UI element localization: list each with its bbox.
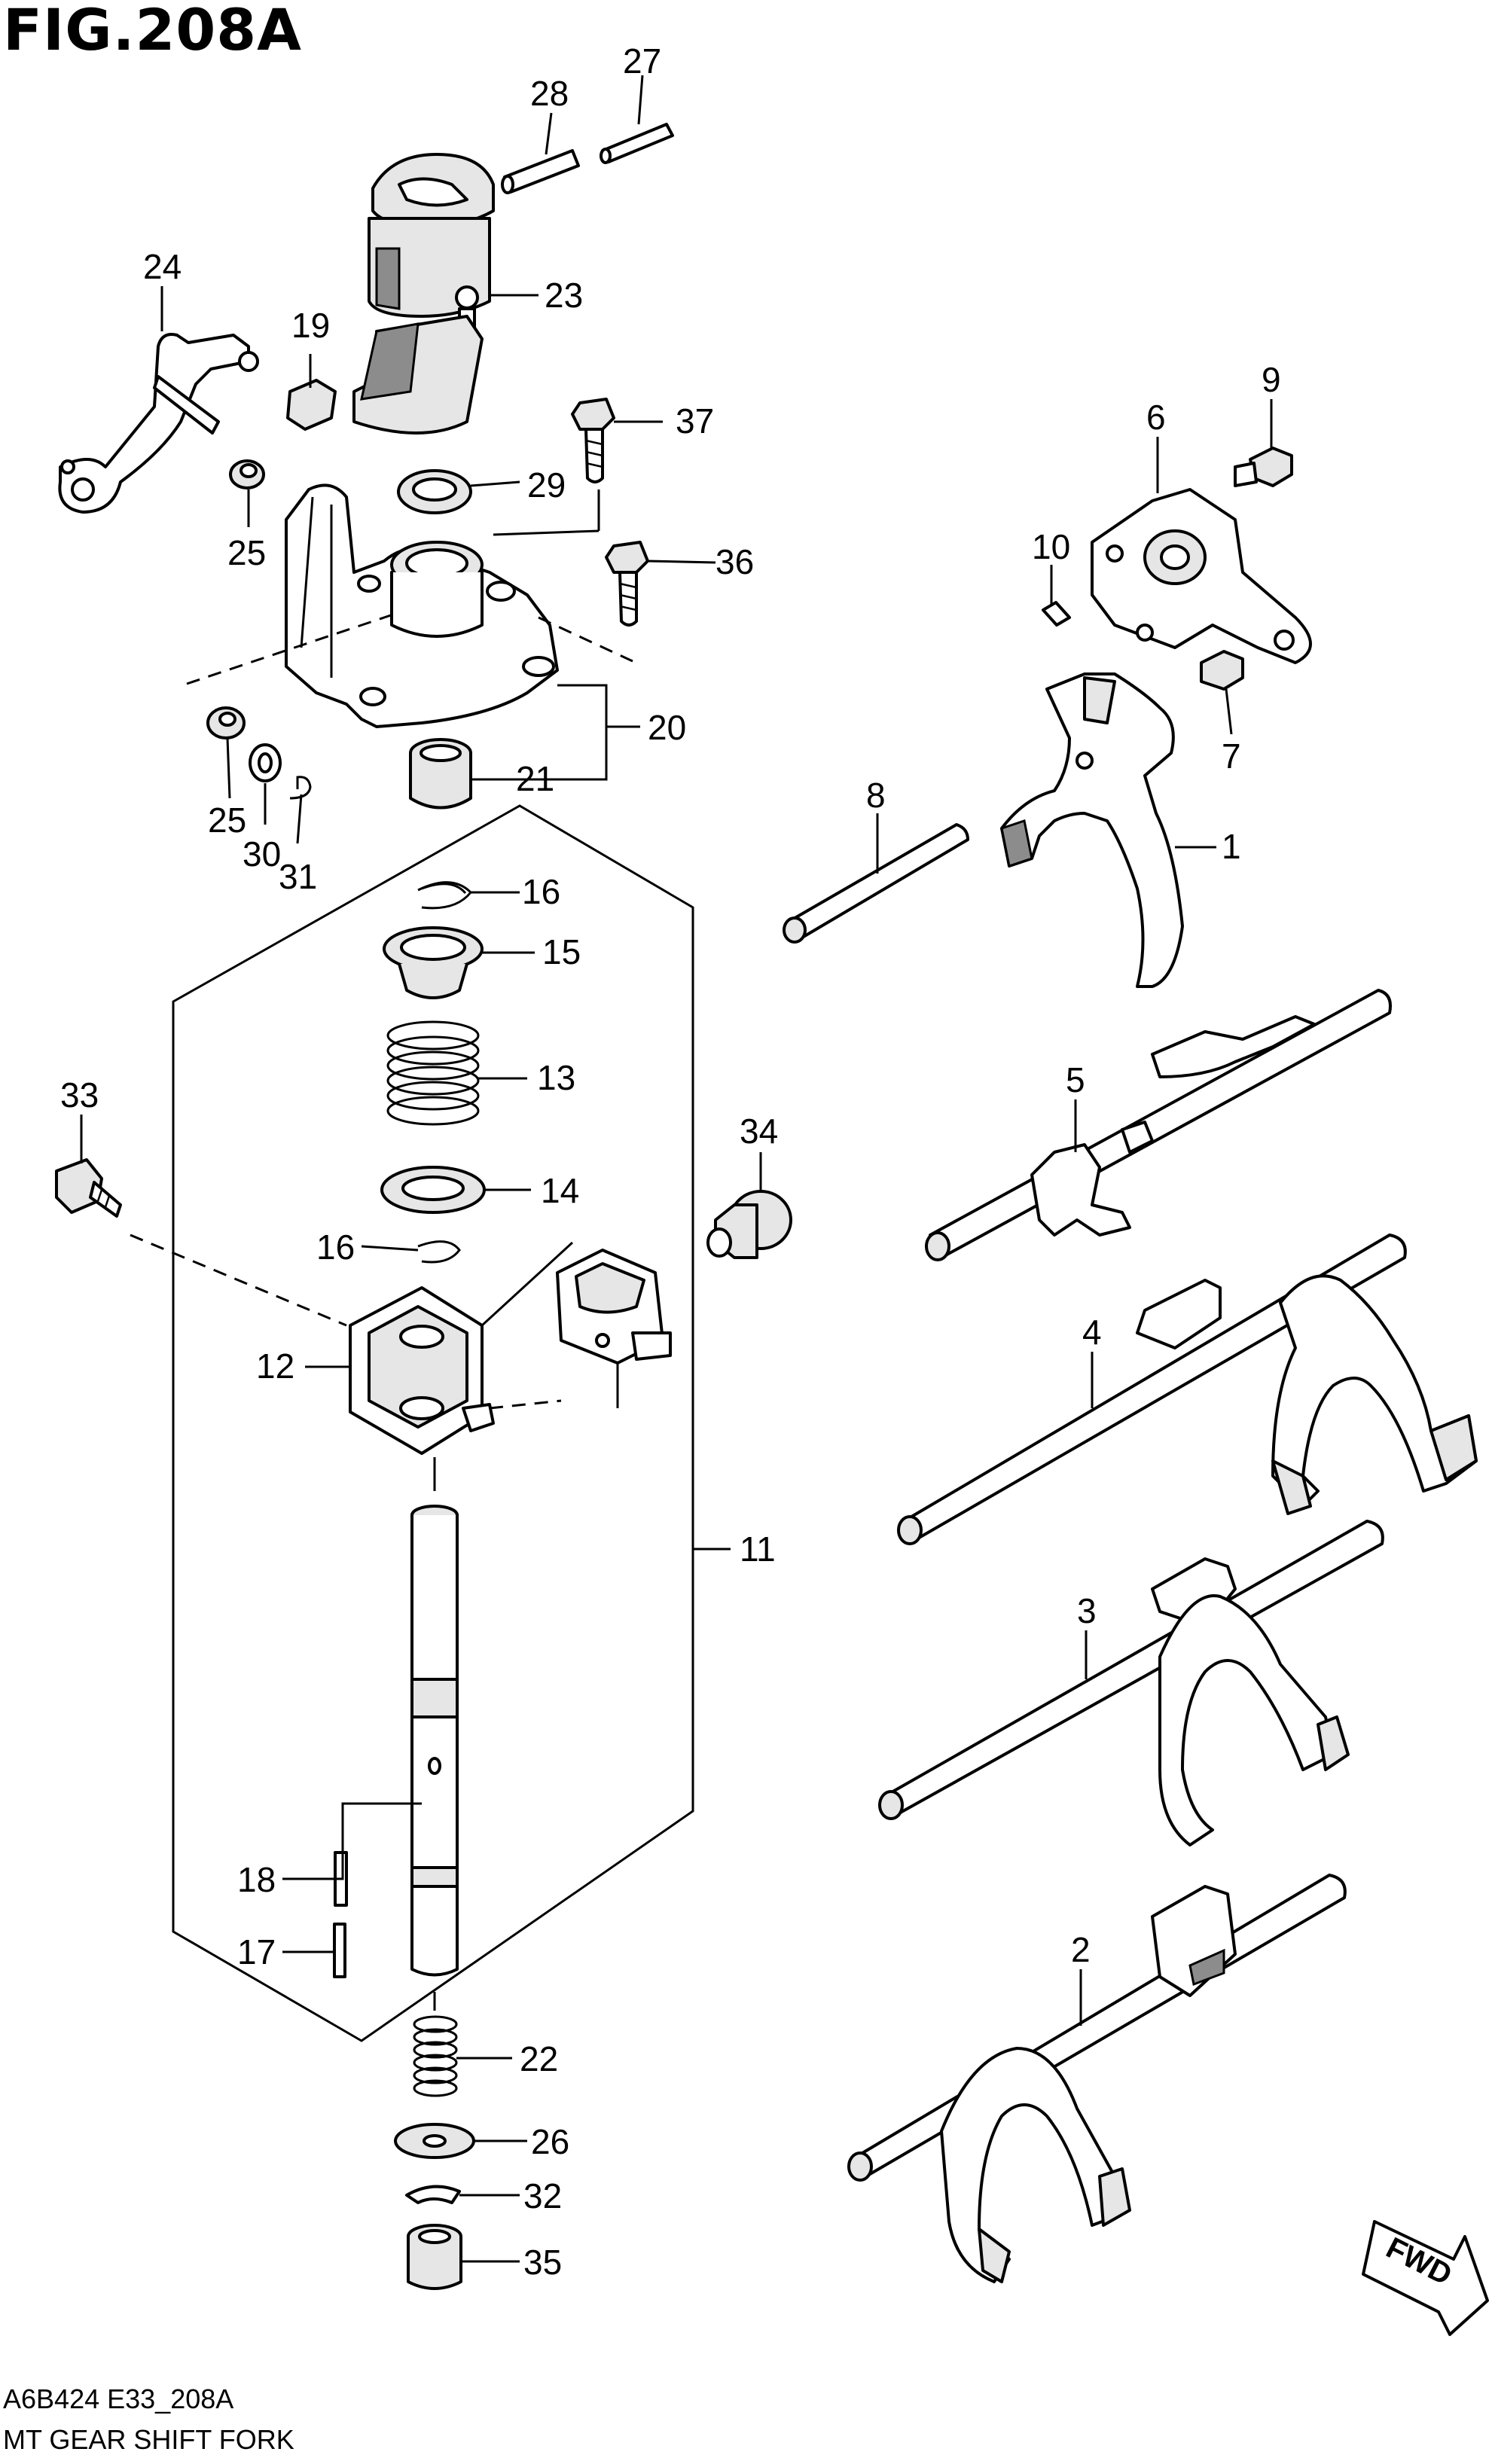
callout-1: 1 — [1222, 827, 1241, 866]
part-34-neutral-switch — [706, 1190, 792, 1259]
callout-26: 26 — [531, 2122, 569, 2161]
callout-28: 28 — [530, 74, 569, 113]
callout-35: 35 — [523, 2243, 562, 2282]
callout-25-upper: 25 — [227, 533, 266, 572]
part-6-bracket — [1091, 488, 1312, 664]
part-14-spring-seat — [380, 1166, 486, 1214]
callout-5: 5 — [1066, 1060, 1085, 1099]
figure-code: A6B424 E33_208A — [3, 2383, 233, 2414]
part-3-fork-rod — [878, 1520, 1384, 1846]
part-33-detent-plug — [55, 1158, 122, 1218]
callout-9: 9 — [1262, 360, 1281, 399]
part-22-spring — [413, 2015, 458, 2097]
part-21-bushing — [409, 738, 472, 810]
part-35-bushing — [407, 2224, 462, 2290]
part-37-bolt — [571, 398, 615, 483]
callout-14: 14 — [541, 1171, 579, 1210]
callout-37: 37 — [676, 401, 714, 441]
callout-29: 29 — [527, 465, 566, 505]
part-13-spring — [386, 1020, 480, 1126]
callout-8: 8 — [866, 776, 886, 815]
part-11-shift-shaft — [410, 1505, 459, 1977]
assembly-11-outline — [172, 804, 694, 2042]
part-29-oil-seal — [397, 469, 472, 514]
fwd-direction-badge: FWD — [1362, 2220, 1489, 2336]
part-20-shift-case — [285, 483, 559, 728]
callout-20: 20 — [648, 708, 686, 747]
callout-4: 4 — [1082, 1313, 1102, 1352]
callout-30: 30 — [243, 834, 281, 874]
callout-13: 13 — [537, 1058, 575, 1097]
part-10-pin — [1042, 601, 1071, 627]
callout-16-lower: 16 — [316, 1227, 355, 1267]
part-4-fork-rod — [897, 1234, 1478, 1545]
part-19-nut — [286, 379, 337, 431]
callout-2: 2 — [1071, 1930, 1091, 1969]
part-1-shift-fork — [1000, 672, 1184, 988]
part-9-bolt — [1234, 447, 1293, 487]
part-23-lever-housing — [352, 153, 495, 435]
callout-22: 22 — [520, 2039, 558, 2078]
callout-24: 24 — [143, 247, 182, 286]
part-36-bolt — [605, 541, 649, 627]
callout-3: 3 — [1077, 1591, 1097, 1630]
callout-10: 10 — [1032, 527, 1070, 566]
part-16-snap-ring-lower — [417, 1240, 461, 1264]
figure-caption: MT GEAR SHIFT FORK — [3, 2424, 294, 2455]
callout-labels: 27 28 23 24 19 37 29 25 36 20 21 25 30 3… — [60, 41, 1281, 2282]
part-7-nut — [1200, 650, 1244, 691]
callout-32: 32 — [523, 2176, 562, 2215]
callout-18: 18 — [237, 1860, 276, 1899]
part-17-pin — [333, 1923, 346, 1978]
part-16-snap-ring-upper — [417, 881, 473, 910]
callout-23: 23 — [545, 276, 583, 315]
leader-lines — [80, 75, 1273, 2263]
part-25-bushing-upper — [229, 459, 265, 489]
callout-31: 31 — [279, 857, 317, 896]
figure-title: FIG.208A — [3, 0, 302, 63]
part-25-bushing-lower — [206, 706, 246, 740]
callout-27: 27 — [623, 41, 661, 81]
part-11-shift-block — [556, 1249, 672, 1365]
callout-21: 21 — [516, 759, 554, 798]
part-5-shift-rod — [925, 989, 1392, 1261]
part-26-washer — [394, 2123, 475, 2159]
callout-36: 36 — [715, 542, 754, 581]
part-27-pin — [600, 123, 674, 164]
callout-33: 33 — [60, 1075, 99, 1115]
part-32-e-clip — [405, 2185, 461, 2204]
part-15-retainer — [383, 926, 484, 999]
callout-15: 15 — [542, 932, 581, 971]
part-30-washer — [249, 743, 282, 782]
part-12-shift-yoke — [349, 1286, 495, 1455]
part-24-shift-lever — [58, 333, 259, 514]
callout-17: 17 — [237, 1932, 276, 1972]
callout-11: 11 — [740, 1529, 776, 1569]
callout-12: 12 — [256, 1346, 294, 1386]
callout-7: 7 — [1222, 736, 1241, 776]
part-2-fork-rod — [847, 1874, 1347, 2283]
callout-6: 6 — [1146, 398, 1166, 437]
part-28-roll-pin — [501, 149, 580, 194]
callout-16-upper: 16 — [522, 872, 560, 911]
callout-34: 34 — [740, 1112, 778, 1151]
callout-19: 19 — [291, 306, 330, 345]
part-8-rod — [783, 823, 969, 944]
callout-25-lower: 25 — [208, 800, 246, 840]
